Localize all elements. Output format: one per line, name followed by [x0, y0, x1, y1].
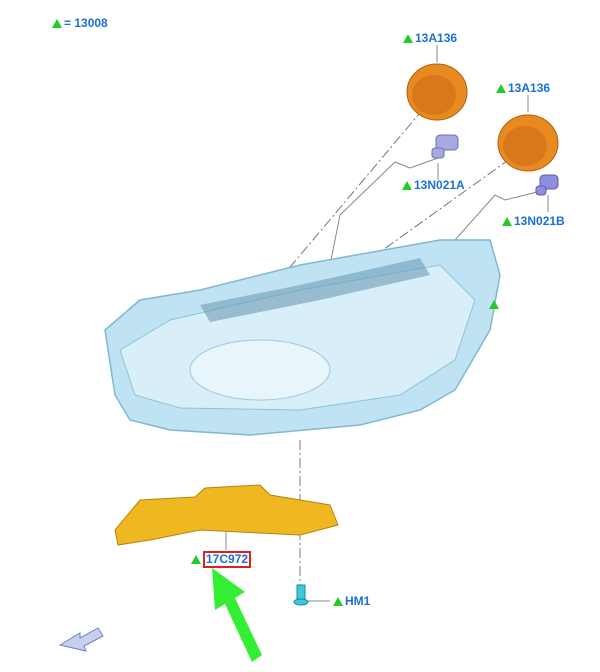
- triangle-marker-icon: [402, 180, 412, 190]
- callout-13N021A[interactable]: 13N021A: [402, 178, 465, 192]
- bulb-leader: [329, 157, 439, 266]
- bulb-13N021B: [535, 174, 559, 196]
- bulb-13N021A: [431, 134, 459, 159]
- triangle-marker-icon: [191, 555, 201, 564]
- callout-13A136[interactable]: 13A136: [496, 81, 550, 95]
- leader-line: [354, 147, 526, 271]
- headlamp-assembly: [104, 239, 501, 436]
- triangle-marker-icon: [502, 216, 512, 226]
- nav-arrow-icon: [58, 627, 104, 652]
- callout-17C972[interactable]: 17C972: [191, 551, 252, 568]
- callout-13A136[interactable]: 13A136: [403, 31, 457, 45]
- triangle-marker-icon: [333, 596, 343, 606]
- legend: = 13008: [52, 16, 108, 30]
- pointer-arrow: [212, 568, 262, 662]
- triangle-marker-icon: [403, 33, 413, 43]
- triangle-marker-icon: [496, 83, 506, 93]
- callout-13008[interactable]: [489, 300, 499, 309]
- cap-13A136: [406, 63, 468, 121]
- triangle-marker-icon: [489, 300, 499, 309]
- triangle-marker-icon: [52, 18, 62, 28]
- bulb-leader: [454, 189, 546, 241]
- callout-13N021B[interactable]: 13N021B: [502, 214, 565, 228]
- bracket-17C972: [114, 484, 339, 546]
- cap-13A136: [497, 114, 559, 172]
- screw-HM1: [293, 584, 309, 606]
- leader-line: [274, 94, 436, 286]
- callout-HM1[interactable]: HM1: [333, 594, 370, 608]
